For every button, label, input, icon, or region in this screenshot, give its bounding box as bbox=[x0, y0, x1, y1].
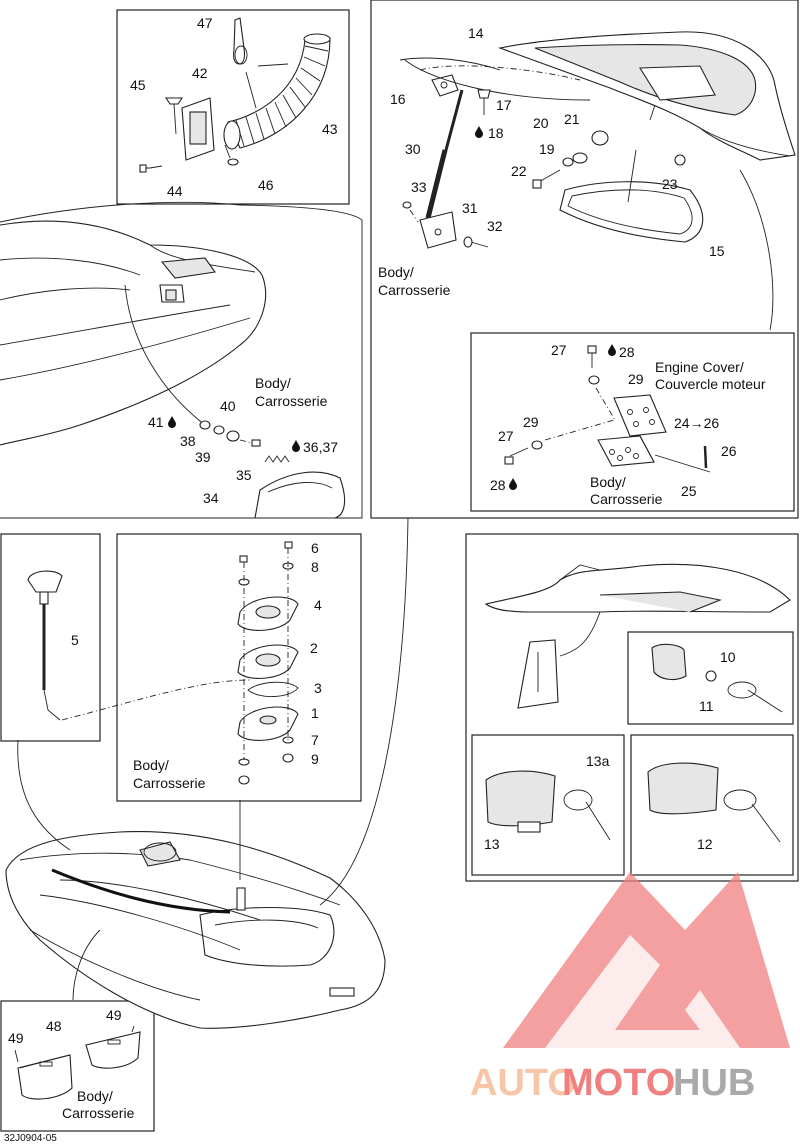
callout-4: 4 bbox=[314, 597, 322, 613]
callout-14: 14 bbox=[468, 25, 484, 41]
callout-9: 9 bbox=[311, 751, 319, 767]
callout-42: 42 bbox=[192, 65, 208, 81]
callout-25: 25 bbox=[681, 483, 697, 499]
dipstick bbox=[27, 570, 63, 721]
callout-2: 2 bbox=[310, 640, 318, 656]
tie-detail-frame-right bbox=[630, 734, 794, 876]
body-label-c1: Body/ bbox=[590, 474, 626, 490]
dipstick-panel-frame bbox=[0, 533, 101, 742]
callout-27-left: 27 bbox=[498, 428, 514, 444]
boat-hull bbox=[5, 830, 386, 1029]
callout-10: 10 bbox=[720, 649, 736, 665]
handle-assembly bbox=[199, 420, 346, 519]
body-label-e2: Carrosserie bbox=[62, 1105, 135, 1121]
callout-38: 38 bbox=[180, 433, 196, 449]
callout-15: 15 bbox=[709, 243, 725, 259]
callout-11: 11 bbox=[699, 698, 714, 714]
engine-cover-label-2: Couvercle moteur bbox=[655, 376, 766, 392]
callout-22: 22 bbox=[511, 163, 527, 179]
callout-45: 45 bbox=[130, 77, 146, 93]
engine-cover-label-1: Engine Cover/ bbox=[655, 359, 744, 375]
callout-30: 30 bbox=[405, 141, 421, 157]
callout-13a: 13a bbox=[586, 753, 610, 769]
storage-bins bbox=[14, 1025, 141, 1100]
watermark-part2: MOTO bbox=[562, 1062, 675, 1104]
callout-48: 48 bbox=[46, 1018, 62, 1034]
body-label-a2: Carrosserie bbox=[255, 393, 328, 409]
watermark-part1: AUTO bbox=[470, 1062, 577, 1104]
callout-1: 1 bbox=[311, 705, 319, 721]
callout-28-top: 28 bbox=[619, 344, 635, 360]
body-label-b2: Carrosserie bbox=[378, 282, 451, 298]
callout-8: 8 bbox=[311, 559, 319, 575]
callout-29-left: 29 bbox=[523, 414, 539, 430]
callout-32: 32 bbox=[487, 218, 503, 234]
engine-cover-panel-frame bbox=[370, 0, 799, 519]
callout-19: 19 bbox=[539, 141, 555, 157]
callout-27-top: 27 bbox=[551, 342, 567, 358]
hinge-assembly bbox=[504, 345, 711, 473]
callout-46: 46 bbox=[258, 177, 274, 193]
callout-35: 35 bbox=[236, 467, 252, 483]
callout-18: 18 bbox=[488, 125, 504, 141]
callout-49-left: 49 bbox=[8, 1030, 24, 1046]
callout-12: 12 bbox=[697, 836, 713, 852]
engine-cover-assembly bbox=[399, 31, 796, 249]
callout-3: 3 bbox=[314, 680, 322, 696]
callout-29-top: 29 bbox=[628, 371, 644, 387]
callout-34: 34 bbox=[203, 490, 219, 506]
callout-40: 40 bbox=[220, 398, 236, 414]
body-label-d1: Body/ bbox=[133, 757, 169, 773]
callout-26: 26 bbox=[721, 443, 737, 459]
callout-21: 21 bbox=[564, 111, 580, 127]
clip-detail-frame bbox=[627, 631, 794, 725]
vent-assembly bbox=[139, 17, 331, 173]
filler-assembly bbox=[237, 541, 299, 785]
callout-6: 6 bbox=[311, 540, 319, 556]
body-label-d2: Carrosserie bbox=[133, 775, 206, 791]
callout-24-26: 24→26 bbox=[674, 415, 719, 431]
watermark-logo bbox=[503, 872, 790, 1048]
body-label-c2: Carrosserie bbox=[590, 491, 663, 507]
body-label-b1: Body/ bbox=[378, 264, 414, 280]
watermark-text: AUTO MOTO HUB bbox=[470, 1062, 755, 1104]
callout-41: 41 bbox=[148, 414, 164, 430]
callout-33: 33 bbox=[411, 179, 427, 195]
filler-panel-frame bbox=[116, 533, 362, 802]
callout-36-37: 36,37 bbox=[303, 439, 338, 455]
callout-39: 39 bbox=[195, 449, 211, 465]
callout-28-left: 28 bbox=[490, 477, 506, 493]
seat-console-sketch bbox=[0, 220, 267, 446]
callout-44: 44 bbox=[167, 183, 183, 199]
callout-17: 17 bbox=[496, 97, 512, 113]
callout-49-right: 49 bbox=[106, 1007, 122, 1023]
callout-47: 47 bbox=[197, 15, 213, 31]
diagram-code: 32J0904-05 bbox=[4, 1133, 57, 1144]
body-label-e1: Body/ bbox=[77, 1088, 113, 1104]
callout-16: 16 bbox=[390, 91, 406, 107]
body-label-a1: Body/ bbox=[255, 375, 291, 391]
hinge-detail-frame bbox=[470, 332, 795, 512]
tray-assembly bbox=[484, 563, 791, 843]
callout-23: 23 bbox=[662, 176, 678, 192]
tie-detail-frame-left bbox=[471, 734, 625, 876]
storage-bin-panel-frame bbox=[0, 1000, 155, 1132]
callout-20: 20 bbox=[533, 115, 549, 131]
callout-43: 43 bbox=[322, 121, 338, 137]
watermark-part3: HUB bbox=[673, 1062, 755, 1104]
callout-31: 31 bbox=[462, 200, 478, 216]
callout-13: 13 bbox=[484, 836, 500, 852]
callout-7: 7 bbox=[311, 732, 319, 748]
callout-5: 5 bbox=[71, 632, 79, 648]
seat-panel-frame bbox=[0, 204, 363, 519]
